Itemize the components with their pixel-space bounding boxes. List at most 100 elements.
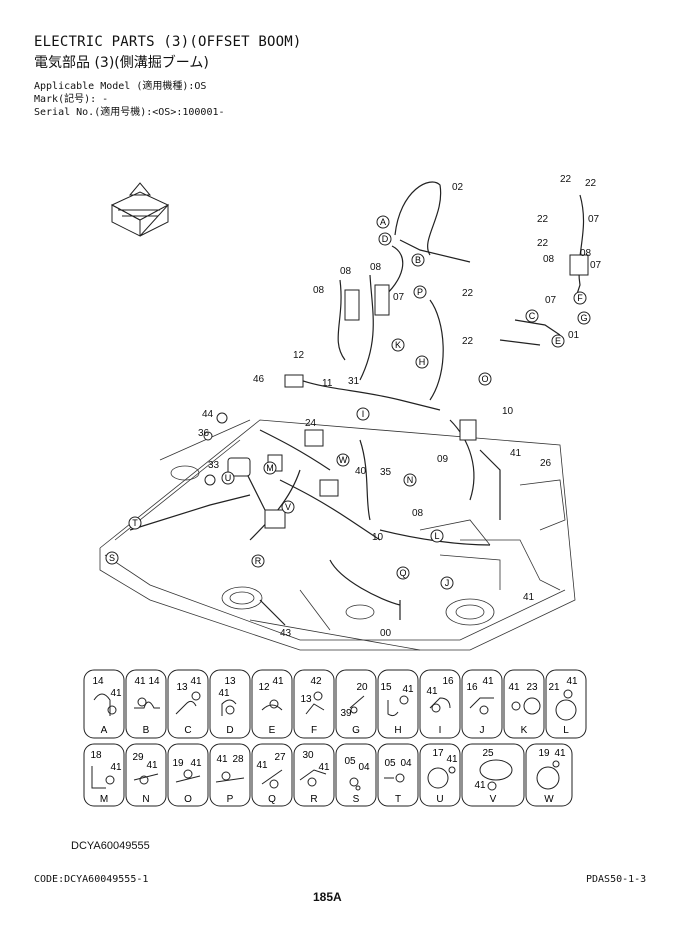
svg-text:42: 42 [310,676,322,687]
letter-marker: D [378,232,392,246]
svg-text:41: 41 [146,760,158,771]
svg-text:19: 19 [538,748,550,759]
svg-text:A: A [101,725,108,736]
callout-num: 41 [510,448,522,459]
svg-text:W: W [339,455,348,465]
letter-marker: V [281,500,295,514]
callout-num: 08 [580,248,592,259]
callout-num: 08 [340,266,352,277]
svg-text:41: 41 [256,760,268,771]
callout-num: 07 [590,260,602,271]
clip-detail-w: 19 41 W [525,743,573,807]
svg-text:C: C [529,311,536,321]
svg-text:W: W [544,794,554,805]
svg-text:V: V [490,794,497,805]
svg-text:G: G [580,313,587,323]
clip-detail-v: 25 41 V [461,743,525,807]
callout-num: 09 [437,454,449,465]
svg-text:41: 41 [190,758,202,769]
callout-num: 08 [313,285,325,296]
callout-num: 22 [537,214,549,225]
svg-text:16: 16 [442,676,454,687]
svg-text:J: J [445,578,450,588]
callout-num: 01 [568,330,580,341]
svg-text:41: 41 [508,682,520,693]
callout-num: 35 [380,467,392,478]
page-title-jp: 電気部品 (3)(側溝掘ブーム) [34,55,209,71]
svg-text:18: 18 [90,750,102,761]
svg-text:V: V [285,502,291,512]
svg-text:F: F [577,293,583,303]
svg-text:05: 05 [344,756,356,767]
letter-marker: H [415,355,429,369]
svg-text:05: 05 [384,758,396,769]
svg-text:41: 41 [190,676,202,687]
callout-num: 43 [280,628,292,639]
svg-text:41: 41 [474,780,486,791]
svg-text:H: H [419,357,426,367]
callout-num: 12 [293,350,305,361]
page-number: 185A [313,890,342,904]
svg-text:25: 25 [482,748,494,759]
callout-num: 41 [523,592,535,603]
svg-text:B: B [143,725,150,736]
letter-marker: B [411,253,425,267]
callout-num: 22 [560,174,572,185]
callout-num: 22 [462,288,474,299]
svg-text:41: 41 [272,676,284,687]
letter-marker: S [105,551,119,565]
svg-text:O: O [481,374,488,384]
callout-num: 36 [198,428,210,439]
svg-text:39: 39 [340,708,352,719]
callout-num: 22 [462,336,474,347]
svg-text:16: 16 [466,682,478,693]
svg-text:K: K [521,725,528,736]
svg-text:14: 14 [148,676,160,687]
letter-marker: I [356,407,370,421]
letter-marker: W [336,453,350,467]
letter-marker: F [573,291,587,305]
svg-text:T: T [395,794,401,805]
svg-text:04: 04 [358,762,370,773]
callout-num: 24 [305,418,317,429]
callout-num: 02 [452,182,464,193]
svg-text:15: 15 [380,682,392,693]
svg-text:R: R [255,556,262,566]
svg-text:R: R [310,794,317,805]
svg-text:A: A [380,217,386,227]
svg-text:41: 41 [426,686,438,697]
callout-num: 22 [537,238,549,249]
svg-text:41: 41 [218,688,230,699]
callout-num: 22 [585,178,597,189]
svg-text:29: 29 [132,752,144,763]
svg-text:B: B [415,255,421,265]
callout-num: 07 [588,214,600,225]
svg-text:T: T [132,518,138,528]
svg-text:41: 41 [134,676,146,687]
svg-text:41: 41 [554,748,566,759]
drawing-code: DCYA60049555 [71,840,150,852]
svg-text:L: L [434,531,439,541]
wire-harness [129,181,585,626]
svg-text:F: F [311,725,317,736]
callout-layer: 02 22 22 22 22 07 08 07 08 08 08 07 22 2… [198,174,602,639]
svg-text:P: P [417,287,423,297]
svg-text:S: S [353,794,360,805]
letter-marker: K [391,338,405,352]
svg-text:L: L [563,725,569,736]
svg-text:U: U [225,473,232,483]
letter-marker: R [251,554,265,568]
svg-text:N: N [407,475,414,485]
svg-text:41: 41 [318,762,330,773]
